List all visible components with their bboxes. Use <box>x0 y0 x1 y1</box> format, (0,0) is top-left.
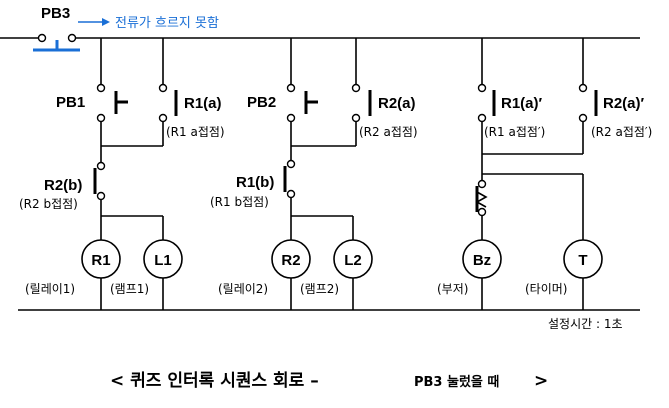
r1b-label: R1(b) <box>236 174 274 191</box>
r1a-prime-label: R1(a)′ <box>501 95 543 112</box>
relay2-caption: (릴레이2) <box>218 282 268 296</box>
r2b-label: R2(b) <box>44 177 82 194</box>
terminal <box>477 113 487 123</box>
r2a-prime-sublabel: (R2 a접점′) <box>591 125 652 139</box>
buzzer-caption: (부저) <box>437 282 468 296</box>
terminal <box>477 207 487 217</box>
relay2-coil-label: R2 <box>281 252 300 269</box>
terminal <box>578 113 588 123</box>
buzzer-coil-label: Bz <box>473 252 491 269</box>
terminal <box>96 161 106 171</box>
terminal <box>158 113 168 123</box>
lamp1-caption: (램프1) <box>110 282 149 296</box>
timer-coil-label: T <box>578 252 587 269</box>
terminal <box>477 179 487 189</box>
terminal <box>286 83 296 93</box>
terminal <box>578 83 588 93</box>
lamp1-coil-label: L1 <box>154 252 172 269</box>
pb1-label: PB1 <box>56 94 85 111</box>
pb2-label: PB2 <box>247 94 276 111</box>
timer-setting: 설정시간 : 1초 <box>548 317 623 331</box>
r2a-label: R2(a) <box>378 95 416 112</box>
terminal <box>286 189 296 199</box>
r1a-label: R1(a) <box>184 95 222 112</box>
r1b-sublabel: (R1 b접점) <box>210 195 269 209</box>
r2b-sublabel: (R2 b접점) <box>19 197 78 211</box>
timer-contact <box>475 186 488 212</box>
timer-caption: (타이머) <box>525 282 567 296</box>
relay1-caption: (릴레이1) <box>25 282 75 296</box>
terminal <box>96 191 106 201</box>
terminal <box>96 113 106 123</box>
current-blocked-arrow-icon <box>78 18 110 26</box>
terminal <box>286 159 296 169</box>
terminal <box>351 113 361 123</box>
r1a-sublabel: (R1 a접점) <box>166 125 225 139</box>
r2a-prime-label: R2(a)′ <box>603 95 645 112</box>
pb3-switch <box>33 33 80 52</box>
title-main: < 퀴즈 인터록 시퀀스 회로 – <box>110 370 319 391</box>
terminal <box>351 83 361 93</box>
terminal <box>286 113 296 123</box>
r1a-prime-sublabel: (R1 a접점′) <box>484 125 545 139</box>
title-sub: PB3 눌렀을 때 <box>414 374 499 390</box>
terminal <box>158 83 168 93</box>
terminal <box>96 83 106 93</box>
lamp2-coil-label: L2 <box>344 252 362 269</box>
terminal <box>477 83 487 93</box>
title-end: > <box>534 371 548 391</box>
pb3-label: PB3 <box>41 5 70 22</box>
r2a-sublabel: (R2 a접점) <box>359 125 418 139</box>
pb3-note: 전류가 흐르지 못함 <box>115 16 219 31</box>
relay1-coil-label: R1 <box>91 252 110 269</box>
lamp2-caption: (램프2) <box>300 282 339 296</box>
